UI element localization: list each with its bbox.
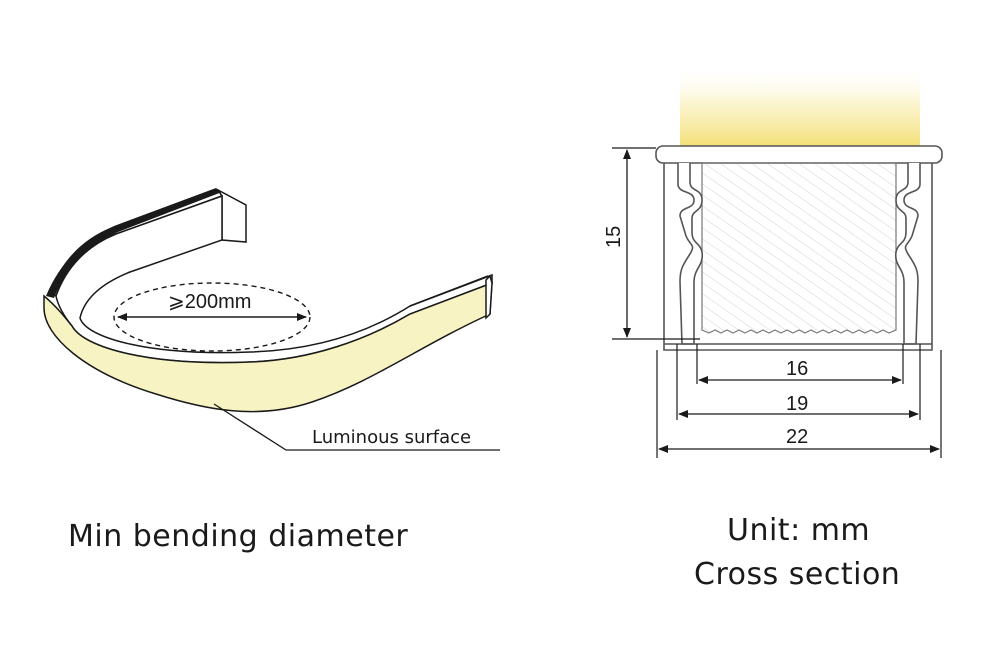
profile-right-wall <box>894 163 921 345</box>
diffuser-insert <box>701 162 897 334</box>
luminous-surface-label: Luminous surface <box>312 427 471 448</box>
profile-outer-body <box>663 163 933 351</box>
min-bending-caption: Min bending diameter <box>68 519 408 554</box>
bending-diameter-ellipse <box>113 282 311 352</box>
profile-left-wall <box>677 163 704 345</box>
width16-dimension-label: 16 <box>786 358 808 380</box>
cross-section-caption: Cross section <box>694 557 900 592</box>
profile-front-arm-top <box>409 275 489 307</box>
light-glow <box>680 66 920 148</box>
profile-front-end-cap <box>485 274 493 320</box>
cross-section-illustration: 15 16 19 22 <box>603 66 943 458</box>
profile-top-lip <box>655 145 943 164</box>
luminous-callout-leader <box>213 403 500 451</box>
height-dimension-label: 15 <box>603 226 625 248</box>
profile-back-end-cap <box>217 189 247 243</box>
bent-profile-illustration: ⩾200mm Luminous surface <box>43 188 500 451</box>
width19-dimension-label: 19 <box>786 393 808 415</box>
width22-dimension-label: 22 <box>786 426 808 448</box>
bending-diameter-label: ⩾200mm <box>168 291 251 313</box>
unit-caption: Unit: mm <box>727 513 870 548</box>
